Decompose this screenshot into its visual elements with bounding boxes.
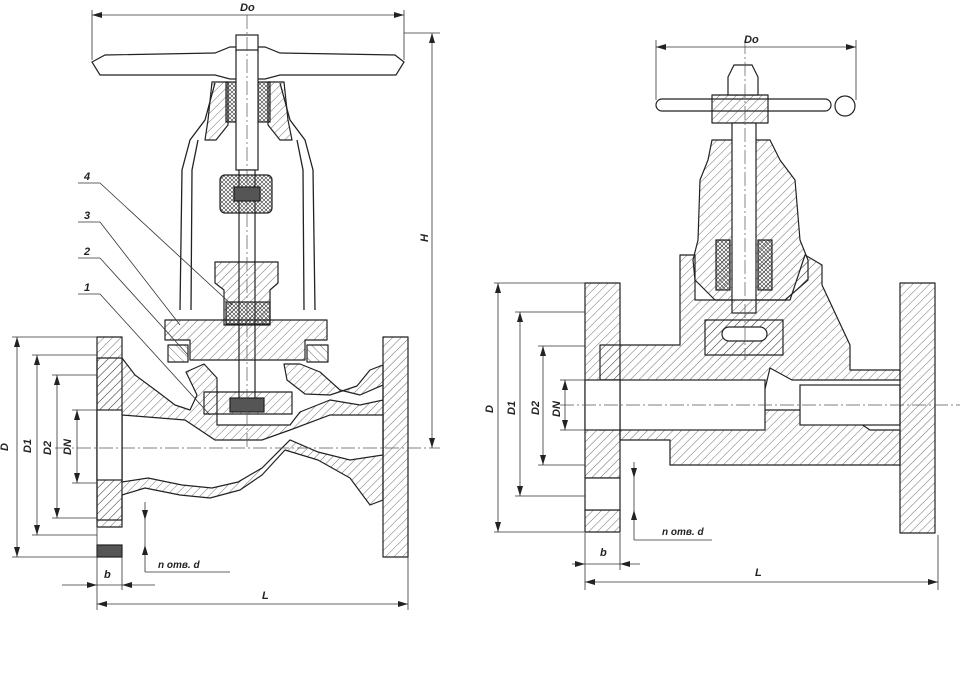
right-flange-right xyxy=(899,282,936,534)
left-upper-housing-right xyxy=(267,81,293,141)
left-upper-packing-right xyxy=(257,81,271,123)
left-body-bore xyxy=(121,414,384,489)
right-dim-d1: D1 xyxy=(506,401,518,415)
right-disc-core xyxy=(721,326,768,342)
right-stem-top xyxy=(727,64,759,96)
left-dim-dn: DN xyxy=(62,438,74,455)
right-valve-view: Do D D1 D2 DN b xyxy=(484,34,960,590)
left-flange-left-bore xyxy=(96,409,123,481)
left-callout-1: 1 xyxy=(84,282,90,294)
right-dim-l: L xyxy=(755,567,762,579)
right-dim-do: Do xyxy=(744,34,759,46)
right-dim-d2: D2 xyxy=(530,401,542,415)
right-packing-left xyxy=(715,239,731,291)
left-bonnet xyxy=(164,319,328,361)
left-dim-d2: D2 xyxy=(42,441,54,455)
right-bolt-hole xyxy=(584,509,621,533)
left-callout-3: 3 xyxy=(84,210,90,222)
left-dim-d: D xyxy=(0,443,11,451)
right-handle-hub xyxy=(711,94,769,124)
left-bonnet-base xyxy=(167,344,329,363)
left-dim-b: b xyxy=(104,569,111,581)
right-dim-dn: DN xyxy=(551,400,563,417)
left-flange-right xyxy=(382,336,409,558)
right-bolt-hole-gap xyxy=(584,477,621,511)
right-dim-d: D xyxy=(484,405,496,413)
right-dim-holes: n отв. d xyxy=(662,527,704,538)
left-bolt-hole xyxy=(96,544,123,558)
right-packing-right xyxy=(757,239,773,291)
left-dim-holes: n отв. d xyxy=(158,560,200,571)
right-dim-b: b xyxy=(600,547,607,559)
left-dim-h: H xyxy=(419,233,431,242)
left-callout-4: 4 xyxy=(83,171,90,183)
left-callout-2: 2 xyxy=(83,246,90,258)
left-dim-d1: D1 xyxy=(22,439,34,453)
left-yoke xyxy=(179,82,316,311)
left-dim-l: L xyxy=(262,590,269,602)
right-stem xyxy=(731,122,757,314)
left-valve-view: Do H D D1 D2 DN xyxy=(0,2,440,610)
left-dim-do: Do xyxy=(240,2,255,14)
right-handle-knob xyxy=(834,95,856,117)
left-upper-housing xyxy=(204,81,229,141)
